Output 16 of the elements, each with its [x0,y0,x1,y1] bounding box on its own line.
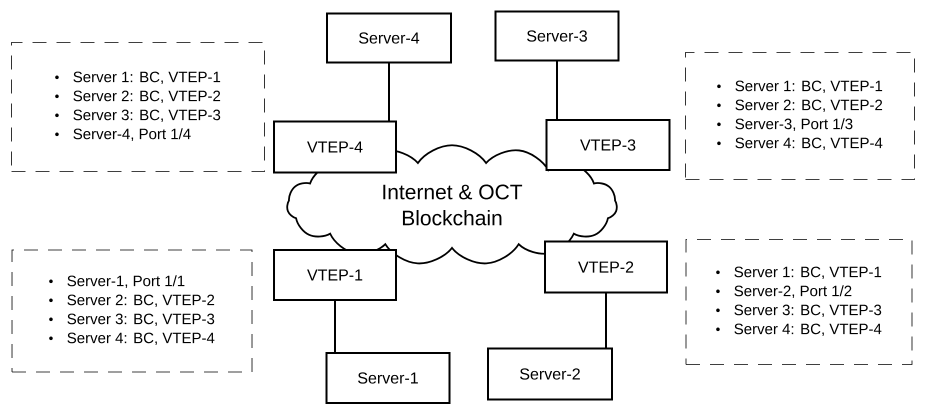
server-box: Server-2 [487,347,613,400]
table-box: Server 1: BC, VTEP-1 Server-2, Port 1/2 Server 3: BC, VTEP-3 Server 4: BC, VTEP-4 [686,239,912,365]
table-box: Server 1: BC, VTEP-1 Server 2: BC, VTEP-2 Server-3, Port 1/3 Server 4: BC, VTEP-4 [685,52,915,180]
connector-line [388,64,390,120]
server-box: Server-3 [494,10,620,62]
table-box: Server-1, Port 1/1 Server 2: BC, VTEP-2 Server 3: BC, VTEP-3 Server 4: BC, VTEP-4 [12,250,252,372]
server-box: VTEP-4 [273,120,397,174]
server-box: Server-4 [326,12,452,64]
server-box: VTEP-2 [544,240,668,294]
connector-line [334,300,336,352]
server-box: VTEP-3 [546,119,670,171]
server-box: VTEP-1 [273,249,397,301]
server-box: Server-1 [326,352,450,404]
connector-line [605,293,607,348]
connector-line [556,62,558,119]
table-box: Server 1: BC, VTEP-1 Server 2: BC, VTEP-2 Server 3: BC, VTEP-3 Server-4, Port 1/4 [11,42,265,172]
